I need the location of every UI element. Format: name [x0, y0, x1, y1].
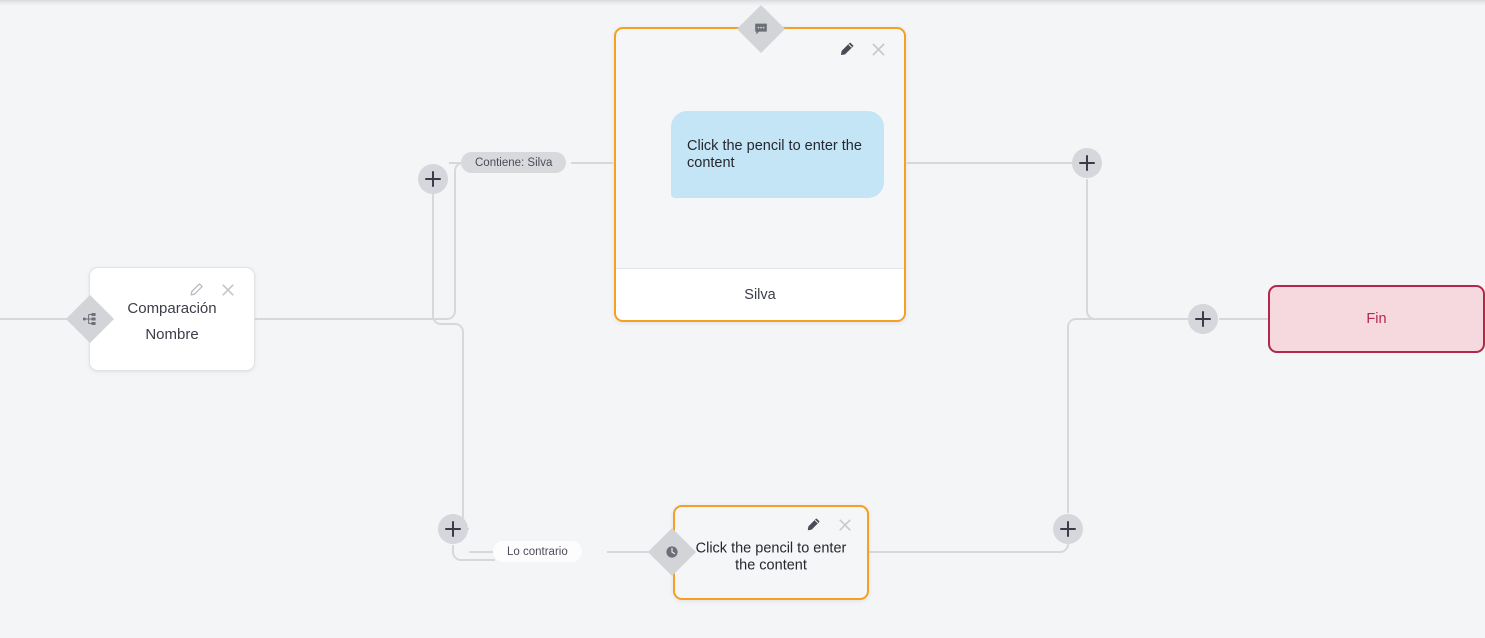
message-bubble-text: Click the pencil to enter the content — [687, 137, 862, 171]
message-bubble[interactable]: Click the pencil to enter the content — [671, 111, 884, 198]
node-comparison-subtitle: Nombre — [145, 326, 199, 343]
clock-icon — [663, 543, 681, 561]
add-node-after-message-button[interactable] — [1072, 148, 1102, 178]
node-message-wait[interactable]: Click the pencil to enter the content — [673, 505, 869, 600]
canvas-top-edge — [0, 0, 1485, 6]
node-end-label: Fin — [1366, 311, 1387, 327]
pencil-icon[interactable] — [838, 41, 854, 57]
close-icon[interactable] — [870, 41, 886, 57]
node-message-silva-tools — [838, 41, 886, 57]
branch-icon — [81, 310, 99, 328]
node-footer-label: Silva — [744, 286, 776, 303]
pencil-icon[interactable] — [188, 282, 204, 298]
pencil-icon[interactable] — [805, 517, 821, 533]
node-comparison-tools — [188, 282, 236, 298]
add-node-before-end-button[interactable] — [1188, 304, 1218, 334]
add-node-true-branch-button[interactable] — [418, 164, 448, 194]
chat-bubble-icon — [752, 20, 770, 38]
edge-label-text: Contiene: Silva — [475, 156, 553, 169]
node-message-silva-badge[interactable] — [736, 4, 786, 54]
node-message-silva-footer: Silva — [616, 268, 904, 320]
node-message-wait-text: Click the pencil to enter the content — [695, 540, 847, 574]
add-node-after-wait-button[interactable] — [1053, 514, 1083, 544]
edge-label-lo-contrario: Lo contrario — [493, 541, 582, 562]
node-message-silva[interactable]: Click the pencil to enter the content Si… — [614, 27, 906, 322]
node-comparison-badge[interactable] — [65, 294, 115, 344]
node-end[interactable]: Fin — [1268, 285, 1485, 353]
node-message-wait-badge[interactable] — [647, 527, 697, 577]
edge-label-text: Lo contrario — [507, 545, 568, 558]
close-icon[interactable] — [837, 517, 853, 533]
edge-label-contiene-silva: Contiene: Silva — [461, 152, 567, 173]
add-node-false-branch-button[interactable] — [438, 514, 468, 544]
close-icon[interactable] — [220, 282, 236, 298]
node-message-wait-tools — [805, 517, 853, 533]
node-comparison-title: Comparación — [127, 300, 217, 317]
